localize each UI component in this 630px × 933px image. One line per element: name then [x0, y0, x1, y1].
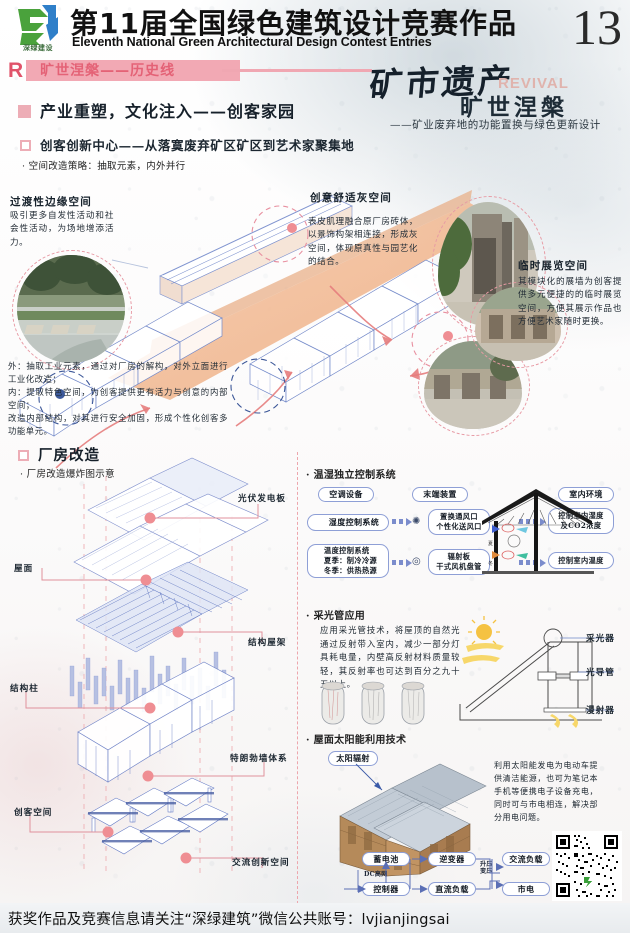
lightpipe-section-diagram [459, 616, 614, 728]
fan-icon: ✺ [412, 516, 421, 527]
explode-label-3: 结构柱 [10, 684, 39, 694]
section2-heading-row: 厂房改造 [18, 444, 100, 465]
hvac-arrowhead-0a [406, 518, 412, 526]
lightpipe-heading: 采光管应用 [306, 607, 365, 622]
hvac-heading: 温湿独立控制系统 [306, 466, 396, 481]
section1-heading-row: 产业重塑，文化注入——创客家园 [18, 98, 295, 122]
section2-subheading: 厂房改造爆炸图示意 [20, 466, 115, 480]
banner-tail-rule [222, 69, 372, 72]
lightpipe-label-2: 漫射器 [586, 706, 615, 716]
logo-caption: 深绿建设 [23, 45, 53, 52]
wechat-qr-code [552, 831, 622, 901]
explode-label-2: 结构屋架 [248, 638, 287, 648]
explode-label-1: 屋面 [14, 564, 34, 574]
hvac-arrowhead-1a [406, 559, 412, 567]
hvac-column-2: 室内环境 [558, 487, 614, 502]
hvac-arrowhead-1b [540, 559, 546, 567]
section1-strategy: 空间改造策略：抽取元素，内外并行 [22, 158, 186, 172]
annotation-body-1: 表皮肌理融合原厂房砖体，以景饰构架相连接，形成灰空间，体现原真性与园艺化的结合。 [308, 217, 418, 267]
lightpipe-label-0: 采光器 [586, 634, 615, 644]
column-divider [297, 452, 298, 904]
solar-dc-note: DC高网 [364, 871, 388, 878]
contest-logo-icon [10, 3, 66, 55]
hvac-arrow-0a [392, 519, 408, 524]
photo-ring-edge-space [12, 250, 132, 370]
hvac-arrow-1b [519, 560, 541, 565]
lightpipe-material-samples [321, 681, 425, 725]
photo-edge-space [17, 255, 125, 363]
hvac-arrowhead-0b [540, 518, 546, 526]
solar-radiation-leader [355, 763, 383, 791]
annotation-body-0: 吸引更多自发性活动和社会性活动，为场地增添活力。 [10, 211, 114, 248]
hvac-terminal-1: 辐射板 干式风机盘管 [428, 549, 490, 575]
explode-label-4: 特朗勃墙体系 [230, 754, 288, 764]
photo-facade [475, 287, 561, 361]
section1-heading: 产业重塑，文化注入——创客家园 [40, 102, 296, 121]
section1-note: 外：抽取工业元素，通过对厂房的解构，对外立面进行工业化改造； 内：提取特色空间，… [8, 361, 228, 437]
annotation-title-1: 创意舒适灰空间 [310, 192, 392, 204]
hvac-effect-1: 控制室内温度 [548, 552, 614, 569]
annotation-body-2: 其模块化的展墙为创客提供多元便捷的的临时展览空间，方便其展示作品也方便艺术家随时… [518, 277, 622, 327]
poster-header: 深绿建设 第11届全国绿色建筑设计竞赛作品 Eleventh National … [0, 0, 630, 58]
solar-flow-dc-load: 直流负载 [428, 882, 476, 896]
contest-title-cn: 第11届全国绿色建筑设计竞赛作品 [70, 7, 517, 40]
banner-band: 旷世涅槃——历史线 [26, 59, 241, 81]
section2-marker-icon [18, 450, 29, 461]
hvac-column-1: 末端装置 [412, 487, 468, 502]
banner-label: 旷世涅槃——历史线 [40, 63, 176, 79]
svg-text:夏: 夏 [488, 541, 493, 547]
solar-body: 利用太阳能发电为电动车提供清洁能源，也可为笔记本手机等便携电子设备充电，同时可与… [494, 761, 598, 822]
hvac-terminal-0: 置换通风口 个性化送风口 [428, 509, 490, 535]
solar-flow-grid: 市电 [502, 882, 550, 896]
poster-footer: 获奖作品及竞赛信息请关注“深绿建筑”微信公共账号：lvjianjingsai [0, 903, 630, 933]
exploded-axonometric-diagram [25, 457, 269, 874]
annotation-title-0: 过渡性边缘空间 [10, 196, 92, 208]
project-title-revival: REVIVAL [498, 75, 569, 92]
section1-subheading-row: 创客创新中心——从落寞废弃矿区矿区到艺术家聚集地 [20, 135, 354, 154]
section-banner: R 旷世涅槃——历史线 [8, 58, 241, 82]
project-subtitle: ——矿业废弃地的功能置换与绿色更新设计 [390, 119, 601, 131]
solar-flow-inverter: 逆变器 [428, 852, 476, 866]
banner-marker: R [8, 58, 24, 82]
svg-text:冬: 冬 [488, 560, 493, 567]
project-title-main: 旷世涅槃 [460, 95, 568, 121]
solar-flow-connectors [344, 855, 504, 893]
explode-label-5: 创客空间 [14, 808, 53, 818]
footer-text: 获奖作品及竞赛信息请关注“深绿建筑”微信公共账号：lvjianjingsai [8, 911, 450, 928]
solar-radiation-label: 太阳辐射 [328, 751, 378, 766]
explode-label-0: 光伏发电板 [238, 494, 286, 504]
explode-label-6: 交流创新空间 [232, 858, 290, 868]
annotation-title-2: 临时展览空间 [518, 260, 589, 272]
section2-heading: 厂房改造 [38, 447, 100, 464]
radiator-icon: ◎ [412, 556, 421, 567]
hvac-arrow-0b [519, 519, 541, 524]
solar-transform-note: 升压变压 [480, 861, 493, 875]
subsection-marker-icon [20, 140, 31, 151]
solar-heading: 屋面太阳能利用技术 [306, 731, 406, 746]
hvac-source-0: 湿度控制系统 [307, 514, 389, 531]
page-number: 13 [572, 0, 622, 55]
hvac-arrow-1a [392, 560, 408, 565]
solar-flow-ac-load: 交流负载 [502, 852, 550, 866]
photo-ring-facade [470, 282, 568, 368]
section1-subheading: 创客创新中心——从落寞废弃矿区矿区到艺术家聚集地 [40, 138, 355, 153]
hvac-source-1: 温度控制系统 夏季：制冷冷源 冬季：供热热源 [307, 544, 389, 578]
section-marker-icon [18, 105, 31, 118]
hvac-building-section: 夏 冬 [482, 489, 594, 574]
contest-title-en: Eleventh National Green Architectural De… [72, 35, 432, 49]
lightpipe-label-1: 光导管 [586, 668, 615, 678]
hvac-column-0: 空调设备 [318, 487, 374, 502]
